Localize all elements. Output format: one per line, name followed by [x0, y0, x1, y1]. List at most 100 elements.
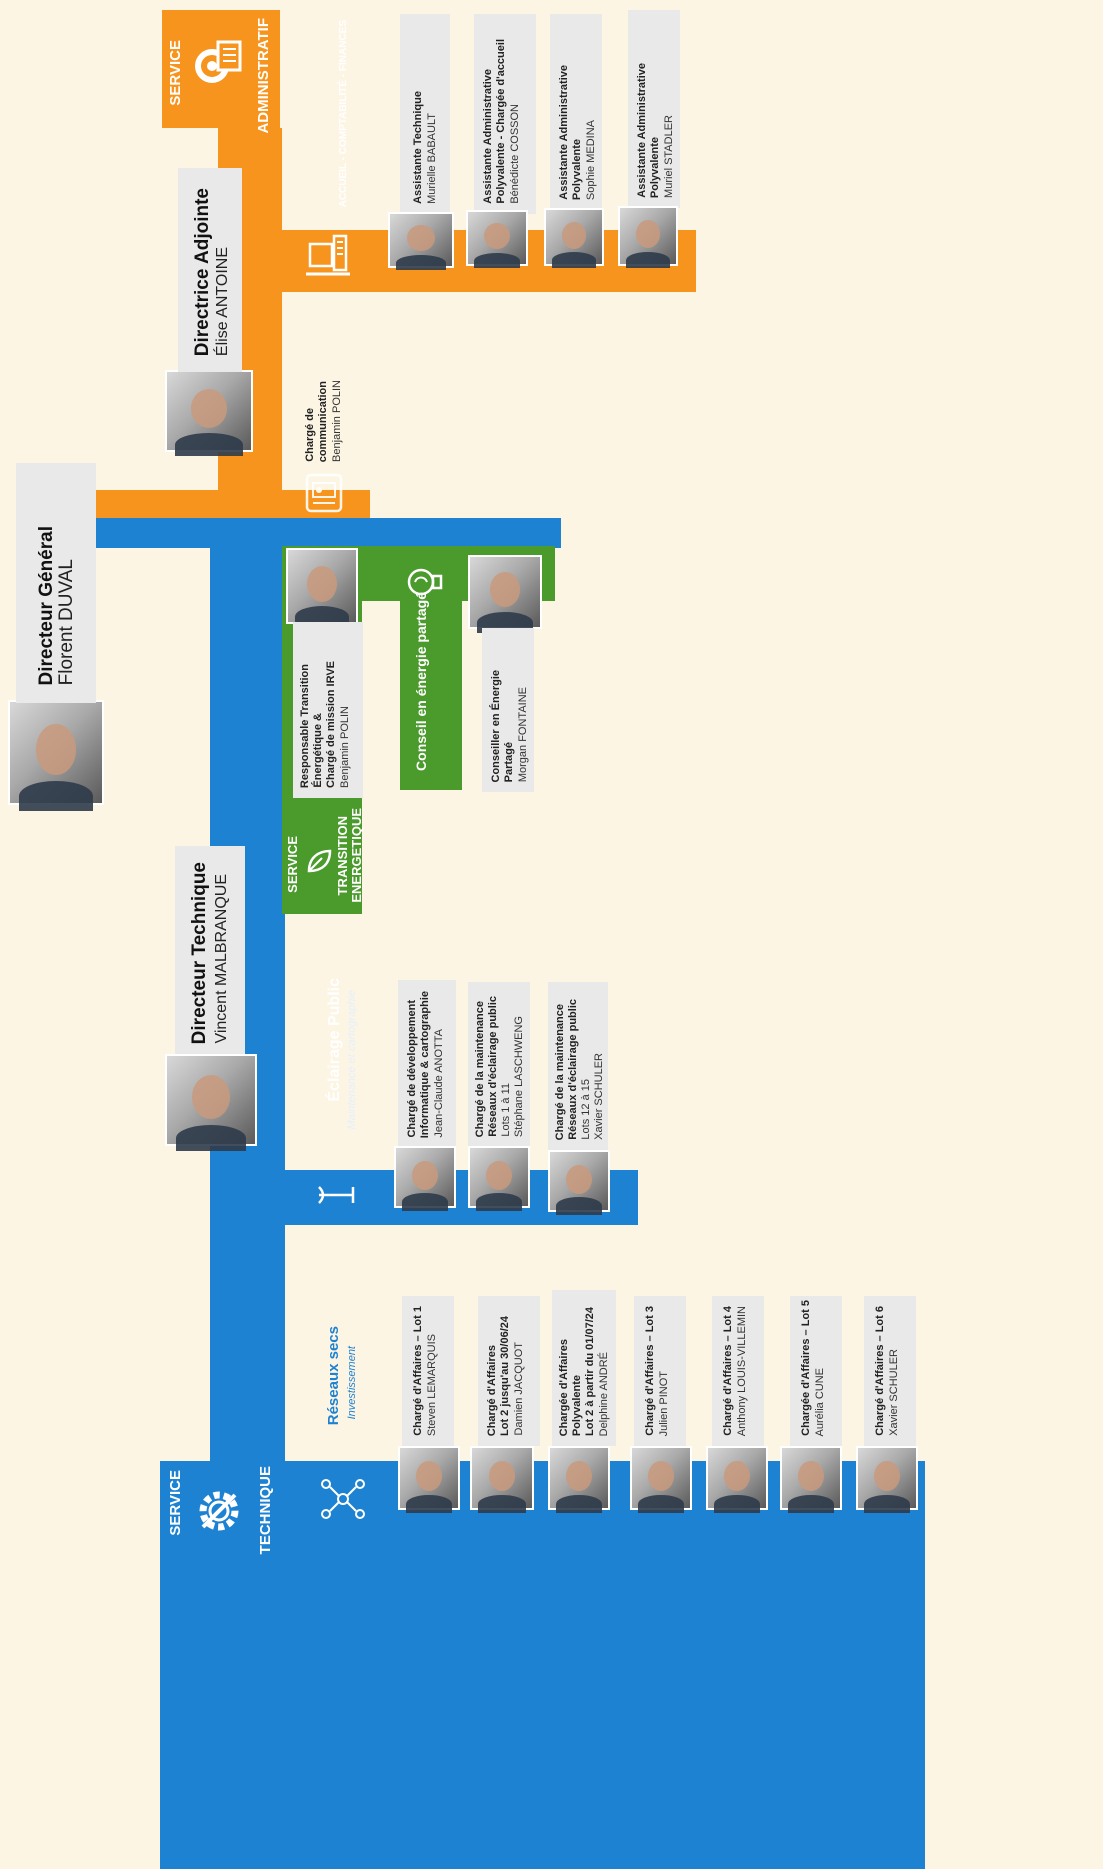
admin-staff-4-role1: Assistante Administrative	[636, 63, 648, 198]
reseaux-staff-4-photo	[630, 1446, 692, 1513]
transition-resp-role3: Chargé de mission IRVE	[325, 661, 337, 788]
technique-side	[160, 1531, 925, 1869]
admin-staff-card-1: Assistante Technique Murielle BABAULT	[400, 14, 450, 214]
admin-staff-1-role1: Assistante Technique	[412, 91, 424, 204]
reseaux-staff-2-role1: Chargé d'Affaires	[486, 1344, 498, 1436]
reseaux-staff-6-role1: Chargée d'Affaires – Lot 5	[800, 1300, 812, 1436]
reseaux-staff-2-name: Damien JACQUOT	[513, 1342, 525, 1436]
admin-service-label-bottom: ADMINISTRATIF	[255, 18, 272, 134]
eclairage-staff-3-role1: Chargé de la maintenance	[554, 1003, 566, 1140]
eclairage-staff-2-photo	[468, 1146, 530, 1211]
reseaux-staff-3-name: Delphine ANDRÉ	[598, 1351, 610, 1436]
admin-staff-2-name: Bénédicte COSSON	[509, 104, 521, 204]
transition-resp-role1: Responsable Transition	[299, 663, 311, 788]
cep-title: Conseil en énergie partagé	[413, 592, 429, 771]
admin-staff-4-photo	[618, 206, 678, 269]
communication-icon	[296, 468, 352, 518]
tech-connector-top	[95, 518, 561, 548]
admin-staff-2-role2: Polyvalente - Chargée d'accueil	[495, 39, 507, 204]
directeur-technique-name: Vincent MALBRANQUE	[213, 874, 230, 1044]
reseaux-staff-card-1: Chargé d'Affaires – Lot 1 Steven LEMARQU…	[402, 1296, 454, 1446]
technique-label-bottom: TECHNIQUE	[257, 1466, 274, 1555]
directeur-general-photo	[8, 700, 104, 812]
energy-bulb-icon	[398, 560, 448, 604]
reseaux-staff-6-name: Aurélia CUNE	[814, 1367, 826, 1436]
reseaux-staff-card-7: Chargé d'Affaires – Lot 6 Xavier SCHULER	[864, 1296, 916, 1446]
communication-card: Chargé de communication Benjamin POLIN	[296, 350, 358, 470]
communication-role2: communication	[317, 380, 329, 462]
transition-resp-photo	[286, 548, 358, 628]
directrice-adjointe-card: Directrice Adjointe Élise ANTOINE	[178, 168, 242, 372]
reseaux-staff-7-photo	[856, 1446, 918, 1513]
admin-staff-4-name: Muriel STADLER	[663, 115, 675, 198]
transition-label-top: SERVICE	[285, 836, 300, 893]
eclairage-staff-3-name: Xavier SCHULER	[593, 1053, 605, 1140]
communication-name: Benjamin POLIN	[331, 380, 343, 462]
reseaux-staff-5-role1: Chargé d'Affaires – Lot 4	[722, 1306, 734, 1436]
transition-resp-role2: Énergétique &	[312, 713, 324, 788]
eclairage-staff-2-role3: Lots 1 à 11	[500, 1083, 512, 1137]
eclairage-staff-2-name: Stéphane LASCHWENG	[513, 1015, 525, 1137]
reseaux-staff-card-4: Chargé d'Affaires – Lot 3 Julien PINOT	[634, 1296, 686, 1446]
admin-gear-icon	[186, 34, 246, 94]
reseaux-staff-1-photo	[398, 1446, 460, 1513]
reseaux-staff-3-role3: Lot 2 à partir du 01/07/24	[584, 1307, 596, 1436]
eclairage-staff-card-1: Chargé de développement Informatique & c…	[398, 980, 456, 1148]
directrice-adjointe-role: Directrice Adjointe	[192, 187, 213, 356]
admin-staff-2-photo	[466, 210, 528, 269]
technique-label-top: SERVICE	[167, 1470, 184, 1536]
reseaux-staff-4-name: Julien PINOT	[658, 1370, 670, 1436]
eclairage-staff-1-role1: Chargé de développement	[406, 1000, 418, 1138]
admin-staff-1-name: Murielle BABAULT	[426, 113, 438, 204]
reseaux-staff-5-photo	[706, 1446, 768, 1513]
communication-role1: Chargé de	[304, 408, 316, 462]
eclairage-staff-3-role2: Réseaux d'éclairage public	[567, 999, 579, 1140]
cep-name: Morgan FONTAINE	[517, 686, 529, 782]
eclairage-staff-card-3: Chargé de la maintenance Réseaux d'éclai…	[548, 982, 608, 1150]
reseaux-secs-subtitle: Investissement	[346, 1346, 358, 1420]
reseaux-staff-card-5: Chargé d'Affaires – Lot 4 Anthony LOUIS-…	[712, 1296, 764, 1446]
reception-icon	[300, 226, 356, 284]
directrice-adjointe-photo	[165, 370, 253, 457]
admin-staff-3-role1: Assistante Administrative	[558, 65, 570, 200]
cep-photo	[468, 555, 542, 633]
directeur-general-role: Directeur Général	[36, 525, 57, 685]
admin-staff-3-role2: Polyvalente	[571, 138, 583, 200]
cep-role2: Partagé	[503, 741, 515, 782]
reseaux-staff-2-photo	[470, 1446, 534, 1513]
reseaux-staff-1-name: Steven LEMARQUIS	[426, 1333, 438, 1436]
eclairage-staff-2-role1: Chargé de la maintenance	[474, 1000, 486, 1137]
admin-staff-4-role2: Polyvalente	[649, 136, 661, 198]
reseaux-staff-3-role1: Chargée d'Affaires	[558, 1338, 570, 1436]
network-icon	[314, 1470, 372, 1528]
reseaux-staff-1-role1: Chargé d'Affaires – Lot 1	[412, 1306, 424, 1436]
leaf-icon	[302, 844, 336, 878]
reseaux-staff-card-2: Chargé d'Affaires Lot 2 jusqu'au 30/06/2…	[478, 1296, 540, 1446]
eclairage-staff-3-role3: Lots 12 à 15	[580, 1079, 592, 1140]
street-light-icon	[310, 1170, 360, 1220]
eclairage-staff-1-name: Jean-Claude ANOTTA	[433, 1029, 445, 1138]
reseaux-staff-card-3: Chargée d'Affaires Polyvalente Lot 2 à p…	[552, 1290, 616, 1446]
eclairage-subtitle: Maintenance et cartographie	[346, 990, 358, 1130]
admin-staff-card-2: Assistante Administrative Polyvalente - …	[474, 14, 536, 214]
admin-service-label-top: SERVICE	[167, 40, 184, 106]
directeur-technique-role: Directeur Technique	[189, 861, 210, 1044]
eclairage-staff-1-photo	[394, 1146, 456, 1211]
eclairage-staff-2-role2: Réseaux d'éclairage public	[487, 996, 499, 1137]
directeur-technique-photo	[165, 1054, 257, 1152]
eclairage-staff-3-photo	[548, 1150, 610, 1215]
transition-resp-name: Benjamin POLIN	[339, 706, 351, 788]
reseaux-staff-3-photo	[548, 1446, 610, 1513]
eclairage-staff-1-role2: Informatique & cartographie	[419, 990, 431, 1138]
reseaux-staff-2-role2: Lot 2 jusqu'au 30/06/24	[499, 1316, 511, 1436]
reseaux-staff-card-6: Chargée d'Affaires – Lot 5 Aurélia CUNE	[790, 1296, 842, 1446]
cep-card: Conseiller en Énergie Partagé Morgan FON…	[482, 628, 534, 792]
reseaux-staff-5-name: Anthony LOUIS-VILLEMIN	[736, 1305, 748, 1436]
admin-staff-3-photo	[544, 208, 604, 269]
admin-staff-card-4: Assistante Administrative Polyvalente Mu…	[628, 10, 680, 208]
eclairage-staff-card-2: Chargé de la maintenance Réseaux d'éclai…	[468, 982, 530, 1147]
reseaux-staff-7-role1: Chargé d'Affaires – Lot 6	[874, 1306, 886, 1436]
admin-staff-card-3: Assistante Administrative Polyvalente So…	[550, 14, 602, 210]
admin-service-subtitle: ACCUEIL - COMPTABILITÉ - FINANCES	[338, 20, 349, 208]
transition-resp-card: Responsable Transition Énergétique & Cha…	[293, 622, 363, 798]
